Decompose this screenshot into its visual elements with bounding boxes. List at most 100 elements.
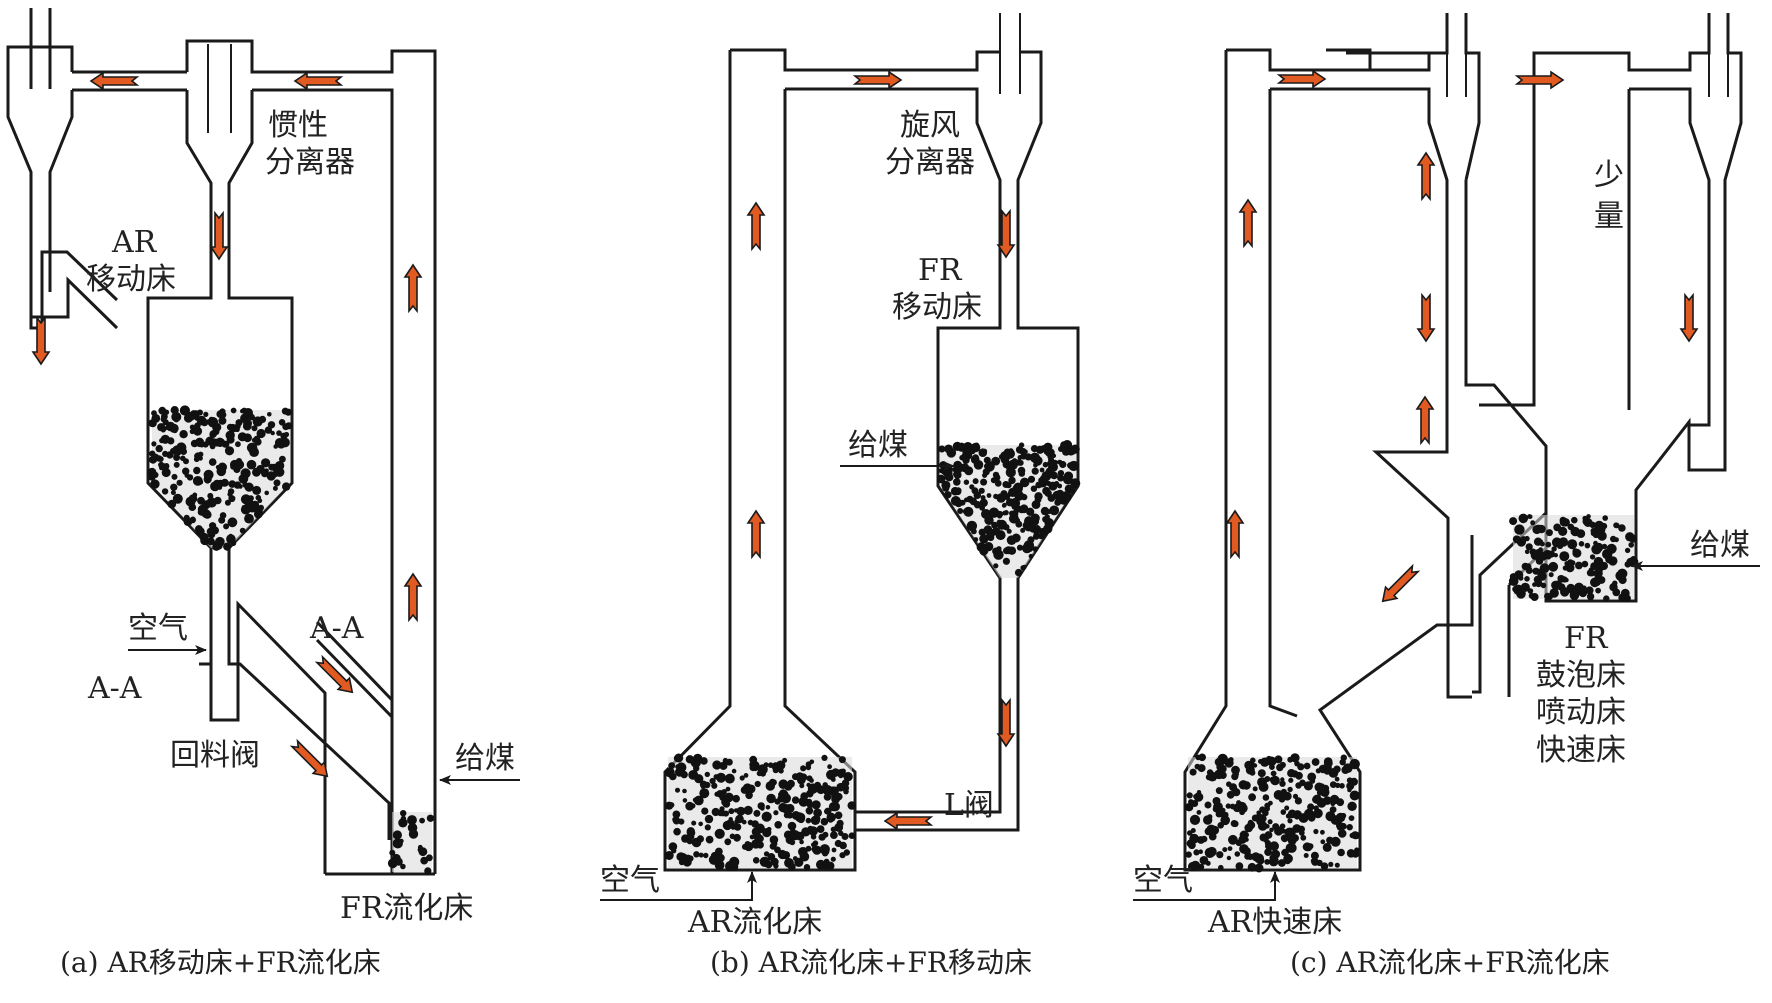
particle: [1185, 851, 1192, 858]
particle: [986, 493, 992, 498]
particle: [1603, 595, 1610, 602]
particle: [1034, 496, 1042, 504]
particle: [668, 762, 676, 770]
particle: [819, 844, 830, 855]
particle: [1292, 824, 1302, 833]
particle: [1564, 577, 1569, 583]
particle: [830, 777, 836, 782]
particle: [1337, 829, 1347, 838]
particle: [972, 454, 979, 462]
particle: [170, 483, 178, 491]
particle: [699, 788, 710, 799]
particle: [983, 463, 990, 469]
particle: [1572, 548, 1582, 558]
particle: [1525, 567, 1533, 574]
particle: [1323, 768, 1330, 775]
particle: [1262, 794, 1270, 801]
particle: [993, 549, 1004, 560]
particle: [223, 542, 232, 551]
particle: [973, 460, 984, 470]
particle: [1025, 544, 1034, 552]
particle: [1042, 486, 1051, 495]
panel-b-air-arrow: [600, 871, 757, 901]
particle: [791, 796, 800, 804]
particle: [170, 448, 176, 454]
particle: [752, 857, 760, 864]
particle: [1216, 762, 1225, 772]
particle: [1014, 490, 1025, 501]
particle: [753, 809, 761, 817]
panel-c-ar-label: AR快速床: [1207, 905, 1342, 940]
particle: [789, 839, 796, 846]
particle: [953, 478, 961, 486]
particle: [1320, 839, 1326, 845]
particle: [172, 493, 183, 504]
particle: [1005, 448, 1015, 459]
particle: [1534, 550, 1545, 561]
particle: [1267, 819, 1273, 825]
particle: [1269, 854, 1276, 861]
particle: [1032, 533, 1040, 540]
particle: [824, 807, 832, 815]
particle: [712, 760, 722, 770]
particle: [1545, 541, 1552, 548]
particle: [247, 495, 254, 502]
flow-direction-arrow: [1276, 69, 1327, 89]
particle: [1270, 770, 1277, 777]
particle: [801, 827, 811, 837]
particle: [700, 757, 708, 765]
particle: [1524, 549, 1530, 555]
panel-c-fr-label-3: 喷动床: [1536, 695, 1626, 730]
particle: [170, 490, 176, 496]
particle: [148, 419, 157, 428]
particle: [193, 466, 201, 475]
flow-direction-arrow: [852, 70, 903, 90]
particle: [1215, 810, 1223, 818]
particle: [193, 426, 203, 436]
panel-c-coal-label: 给煤: [1690, 528, 1750, 563]
particle: [1302, 842, 1312, 852]
particle: [814, 781, 821, 789]
panel-c-fr-label-4: 快速床: [1536, 733, 1626, 768]
panel-b-valve-label: L阀: [944, 788, 994, 823]
particle: [805, 817, 812, 824]
particle: [716, 772, 726, 783]
particle: [820, 817, 829, 826]
particle: [1059, 460, 1067, 469]
panel-a-air-label: 空气: [128, 611, 188, 646]
particle: [267, 412, 272, 417]
particle: [838, 756, 846, 764]
particle: [1581, 560, 1589, 568]
particle: [1017, 455, 1023, 460]
particle: [1005, 498, 1015, 507]
particle: [1203, 815, 1213, 825]
flow-direction-arrow: [314, 654, 354, 694]
particle: [980, 495, 986, 501]
particle: [1336, 821, 1344, 830]
particle: [1193, 794, 1198, 799]
particle: [733, 808, 739, 813]
particle: [218, 416, 227, 425]
particle: [1262, 809, 1269, 817]
particle: [1246, 853, 1254, 860]
particle: [1264, 848, 1272, 856]
particle: [276, 430, 282, 436]
flow-direction-arrow: [31, 315, 51, 366]
particle: [1552, 580, 1563, 590]
particle: [1198, 863, 1205, 871]
particle: [228, 495, 236, 503]
panel-c-fr-reactor: [1464, 13, 1743, 697]
particle: [1298, 830, 1305, 836]
particle: [823, 793, 832, 801]
particle: [208, 416, 214, 422]
particle: [1351, 831, 1360, 840]
panel-b-air-label: 空气: [600, 863, 660, 898]
particle: [696, 835, 705, 843]
particle: [774, 821, 782, 829]
particle: [994, 479, 1002, 487]
flow-direction-arrow: [746, 201, 766, 252]
panel-a-ar-bed-particles: [147, 405, 293, 551]
particle: [944, 444, 953, 454]
particle: [1281, 848, 1289, 857]
particle: [235, 441, 241, 448]
